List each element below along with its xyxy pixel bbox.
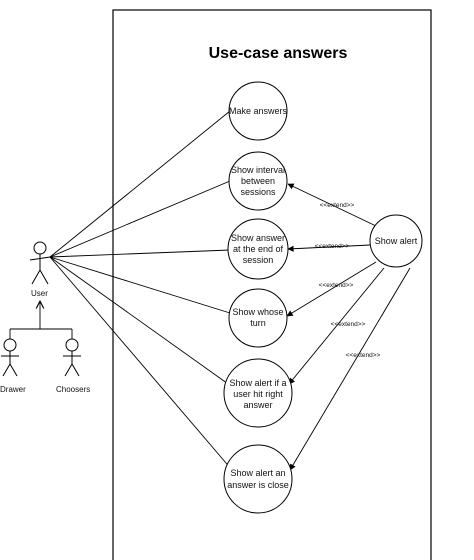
svg-text:Make answers: Make answers — [229, 106, 288, 116]
svg-text:Show interval: Show interval — [231, 165, 285, 175]
svg-text:at the end of: at the end of — [233, 244, 284, 254]
svg-text:session: session — [243, 255, 274, 265]
extend-line-close — [289, 267, 411, 471]
extend-label-4: <<extend>> — [331, 321, 366, 328]
svg-text:Show alert: Show alert — [375, 236, 418, 246]
extend-label-3: <<extend>> — [319, 282, 354, 289]
extend-relations — [286, 183, 411, 471]
system-title: Use-case answers — [209, 45, 348, 62]
svg-text:answer: answer — [243, 400, 272, 410]
actor-user-label: User — [31, 289, 48, 298]
assoc-show-interval — [49, 180, 231, 258]
generalization — [9, 301, 73, 339]
associations — [49, 110, 233, 471]
actor-user — [29, 241, 51, 285]
use-case-show-alert: Show alert — [369, 214, 423, 268]
extend-label-1: <<extend>> — [320, 202, 355, 209]
svg-text:sessions: sessions — [240, 187, 276, 197]
svg-text:Show answer: Show answer — [231, 233, 285, 243]
actor-drawer — [1, 338, 19, 377]
svg-text:Show alert if a: Show alert if a — [229, 378, 286, 388]
use-case-show-whose-turn: Show whose turn — [228, 288, 288, 348]
svg-text:Show whose: Show whose — [232, 307, 283, 317]
extend-line-turn — [286, 261, 377, 317]
extend-line-interval — [287, 183, 377, 227]
assoc-make-answers — [49, 110, 231, 258]
extend-line-right — [288, 267, 385, 385]
extend-line-answer — [287, 244, 371, 252]
svg-text:answer is close: answer is close — [227, 480, 289, 490]
assoc-show-answer — [49, 249, 231, 258]
use-case-show-alert-close: Show alert an answer is close — [223, 444, 293, 514]
system-boundary — [112, 9, 432, 560]
actor-drawer-label: Drawer — [0, 385, 26, 394]
svg-text:Show alert an: Show alert an — [230, 468, 285, 478]
use-case-show-interval: Show interval between sessions — [228, 151, 288, 211]
assoc-show-alert-right — [49, 256, 232, 387]
use-case-show-answer: Show answer at the end of session — [227, 218, 289, 280]
assoc-show-alert-close — [49, 256, 233, 471]
actor-choosers-label: Choosers — [56, 385, 90, 394]
svg-text:between: between — [241, 176, 275, 186]
actor-choosers — [63, 338, 81, 377]
svg-text:turn: turn — [250, 318, 266, 328]
extend-label-2: <<extend>> — [315, 243, 350, 250]
svg-text:user hit right: user hit right — [233, 389, 283, 399]
use-case-make-answers: Make answers — [228, 81, 288, 141]
use-case-show-alert-right-answer: Show alert if a user hit right answer — [223, 358, 293, 428]
assoc-show-whose-turn — [49, 256, 231, 314]
extend-label-5: <<extend>> — [346, 352, 381, 359]
